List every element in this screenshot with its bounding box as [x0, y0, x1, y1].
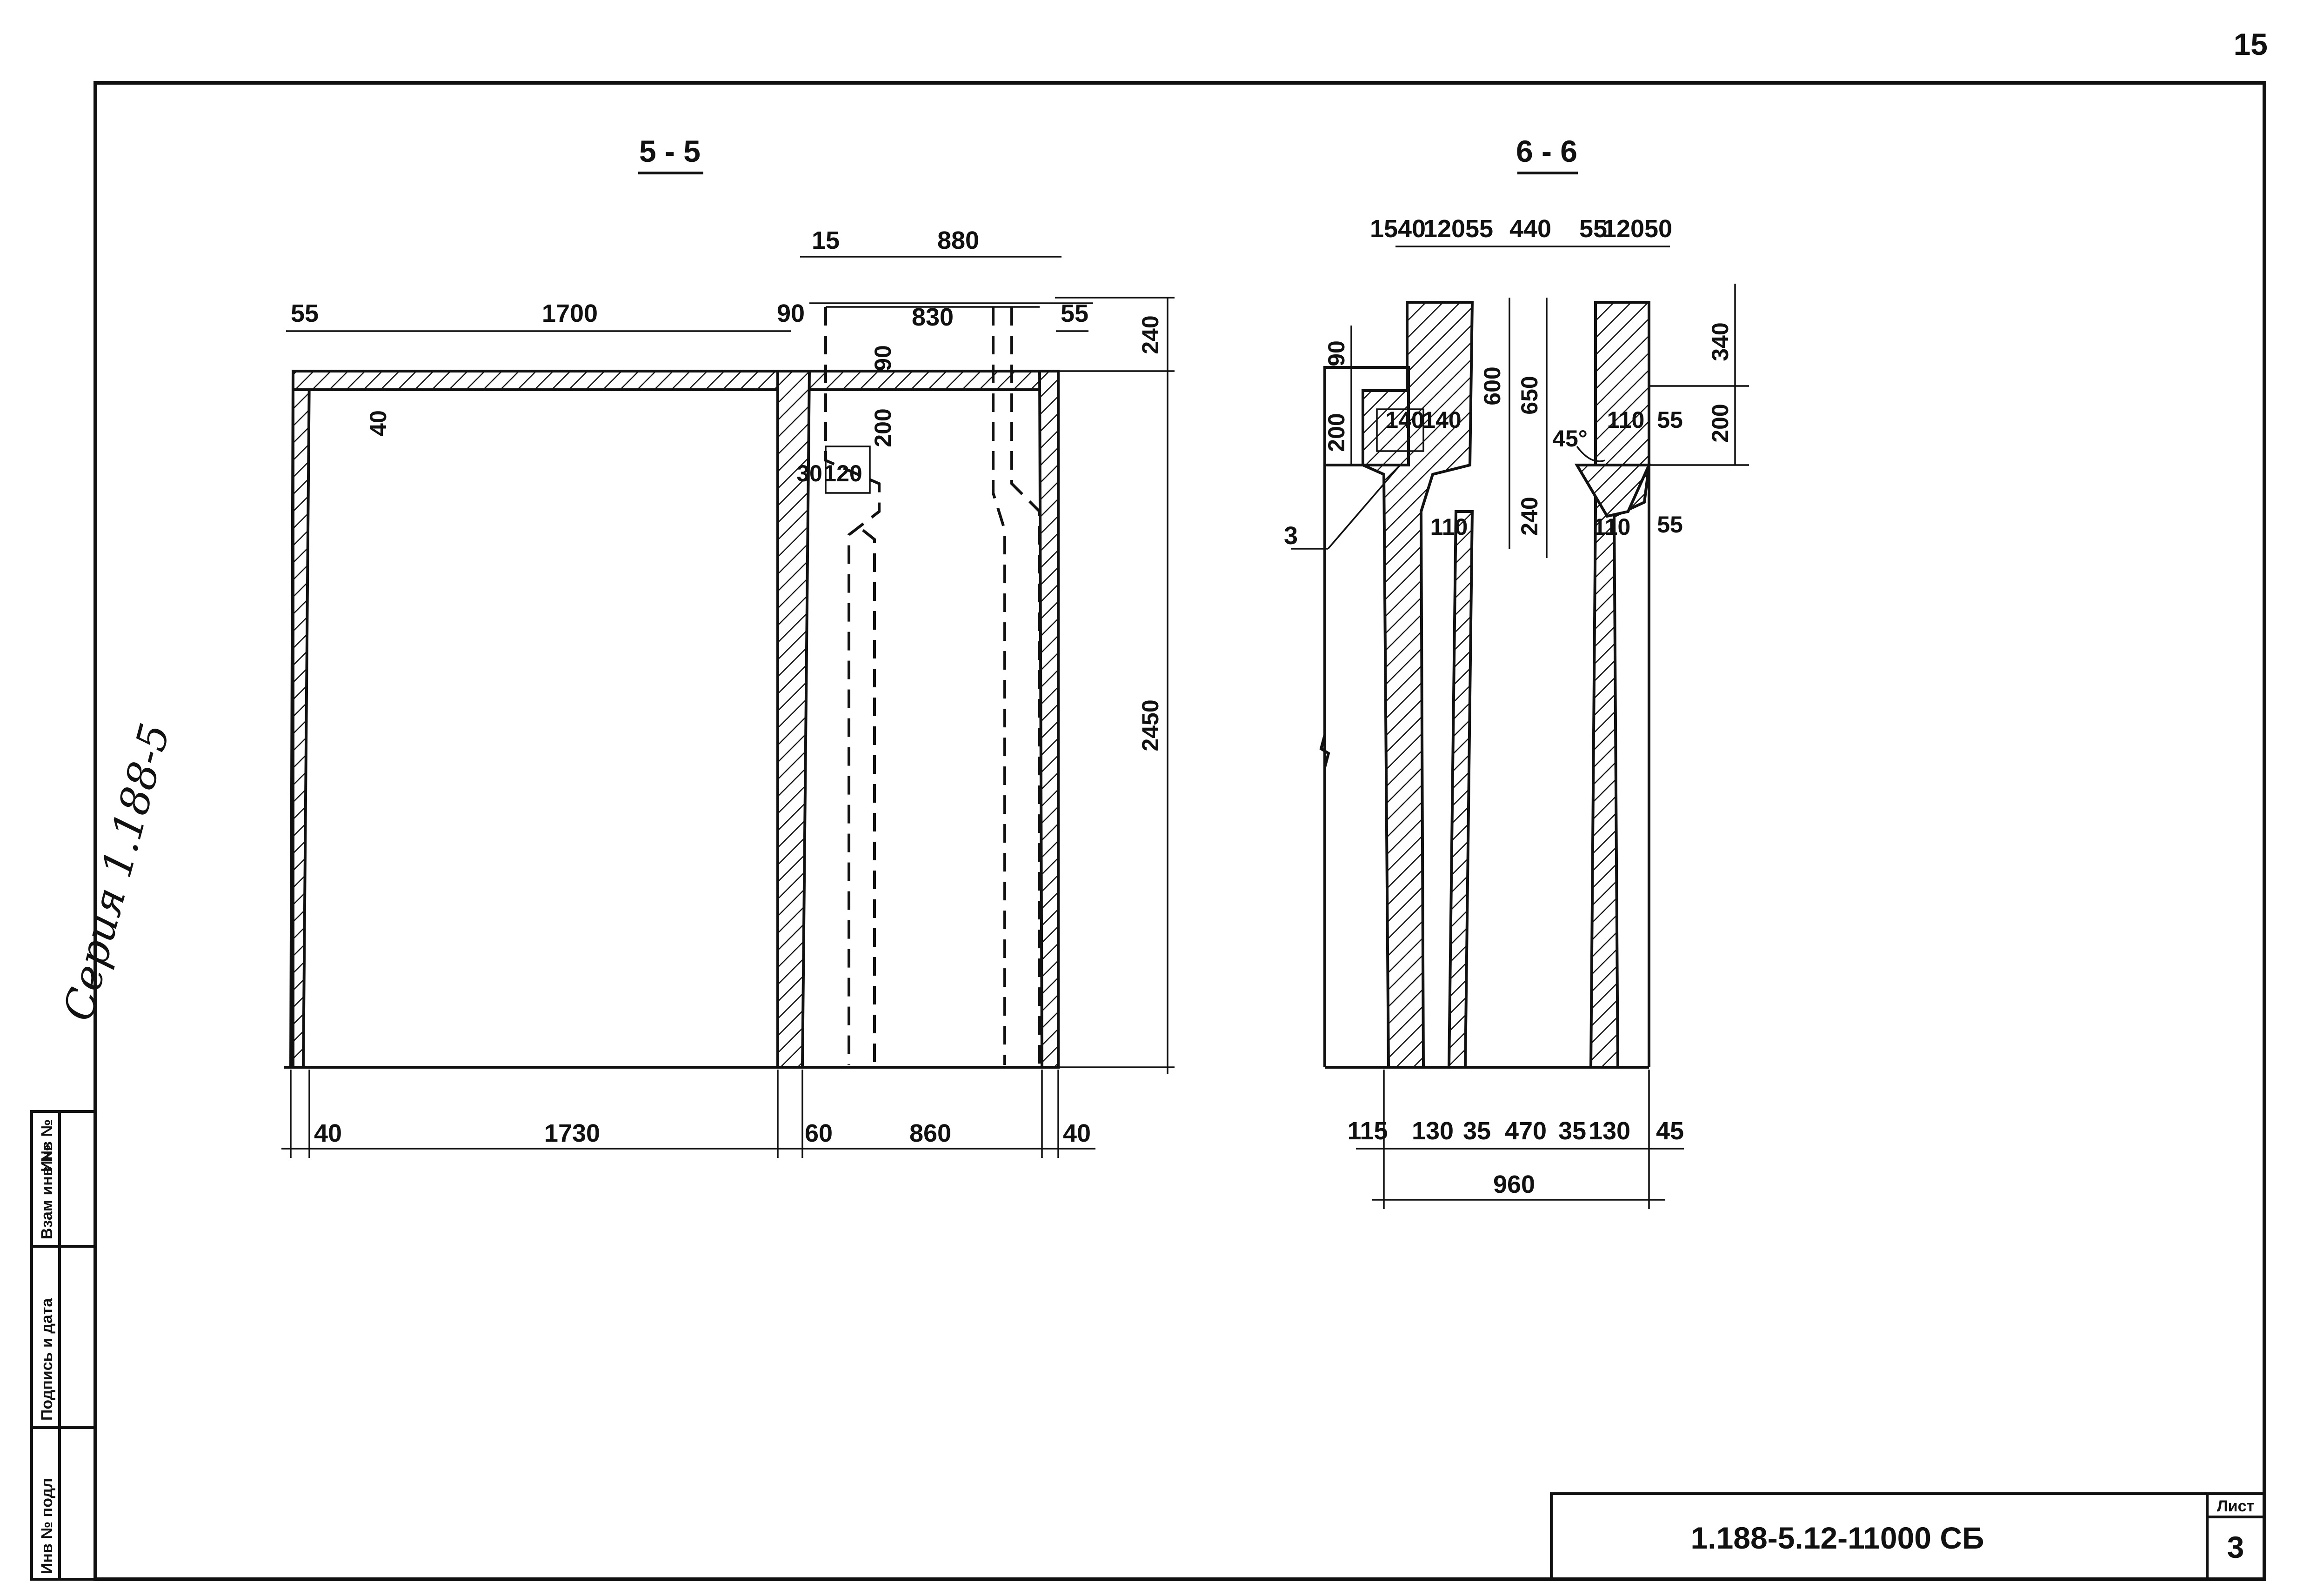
s5-dim-1700: 1700 — [542, 299, 598, 327]
s6-top-55-right: 55 — [1579, 215, 1607, 243]
s6-top-50: 50 — [1644, 215, 1672, 243]
s6-total-960: 960 — [1493, 1170, 1535, 1198]
stamp-inv: Инв № — [38, 1119, 56, 1172]
s5-dim-30: 30 — [796, 460, 822, 486]
s6-bot-470: 470 — [1505, 1117, 1547, 1145]
section-5-5: 5 - 5 55 1700 90 15 880 830 55 40 90 200… — [281, 134, 1175, 1158]
right-wall-section — [1038, 370, 1060, 1069]
left-inner-wall — [1447, 510, 1474, 1069]
s6-in-240: 240 — [1516, 497, 1542, 535]
series-handwritten: Серия 1.188-5 — [54, 718, 179, 1026]
s5-bot-40-right: 40 — [1063, 1119, 1091, 1147]
stamp-podpis: Подпись и дата — [38, 1297, 56, 1421]
s5-dim-55-right: 55 — [1061, 299, 1088, 327]
s6-left-200: 200 — [1323, 413, 1349, 452]
s6-top-55-left: 55 — [1465, 215, 1493, 243]
s5-dim-2450: 2450 — [1137, 699, 1163, 751]
shaft-dashed-left — [824, 307, 881, 1065]
stamp-vzam: Взам инв № — [38, 1144, 56, 1239]
s6-in-110-c: 110 — [1593, 514, 1631, 540]
s6-in-140-b: 140 — [1422, 407, 1461, 433]
title-block: 1.188-5.12-11000 СБ Лист 3 — [1550, 1492, 2266, 1581]
right-haunch — [1574, 464, 1651, 518]
s6-bot-130-left: 130 — [1412, 1117, 1454, 1145]
sheet-value: 3 — [2227, 1530, 2244, 1564]
s5-dim-90-inner: 90 — [870, 345, 896, 371]
shaft-dashed-right — [1010, 307, 1041, 1065]
s5-dim-40: 40 — [365, 410, 391, 436]
s5-dim-15: 15 — [812, 226, 840, 254]
s5-dim-55-left: 55 — [291, 299, 319, 327]
s6-top-40: 40 — [1398, 215, 1426, 243]
s6-bot-130-right: 130 — [1589, 1117, 1630, 1145]
s6-in-600: 600 — [1479, 366, 1505, 405]
s6-in-110-a: 110 — [1430, 514, 1468, 540]
sheet-label: Лист — [2217, 1497, 2254, 1515]
stamp-inv-podl: Инв № подл — [38, 1478, 56, 1574]
s6-bot-35-left: 35 — [1463, 1117, 1491, 1145]
s6-right-55-a: 55 — [1657, 407, 1683, 433]
s6-callout-3: 3 — [1284, 522, 1298, 550]
top-slab-section — [292, 370, 1056, 391]
s5-dim-120: 120 — [823, 460, 862, 486]
s6-right-200: 200 — [1707, 404, 1733, 442]
s5-bot-40-left: 40 — [314, 1119, 342, 1147]
s6-left-90: 90 — [1323, 340, 1349, 366]
section-6-6: 6 - 6 15 40 120 55 440 55 120 50 90 200 … — [1284, 134, 1749, 1209]
s6-bot-45: 45 — [1656, 1117, 1684, 1145]
section-6-title: 6 - 6 — [1516, 134, 1577, 168]
page-number-top: 15 — [2234, 27, 2268, 61]
s6-top-120: 120 — [1423, 215, 1465, 243]
s5-bot-860: 860 — [909, 1119, 951, 1147]
s6-top-440: 440 — [1509, 215, 1551, 243]
s6-top-15: 15 — [1370, 215, 1398, 243]
s6-top-120-right: 120 — [1602, 215, 1644, 243]
s6-right-55-b: 55 — [1657, 512, 1683, 538]
sheet-border — [93, 81, 2266, 1581]
s6-right-340: 340 — [1707, 322, 1733, 361]
s5-dim-90: 90 — [777, 299, 805, 327]
break-mark — [1319, 734, 1330, 768]
s5-bot-60: 60 — [805, 1119, 833, 1147]
stamp-column: Инв № подл Подпись и дата Взам инв № Инв… — [30, 1110, 97, 1581]
s5-dim-200: 200 — [870, 408, 896, 447]
s6-bot-35-right: 35 — [1558, 1117, 1586, 1145]
section-5-title: 5 - 5 — [639, 134, 701, 168]
s6-in-140-a: 140 — [1385, 407, 1424, 433]
drawing-code: 1.188-5.12-11000 СБ — [1691, 1521, 1984, 1555]
s5-dim-830: 830 — [912, 303, 954, 331]
s6-in-110-b: 110 — [1607, 407, 1645, 433]
s5-bot-1730: 1730 — [544, 1119, 600, 1147]
s5-dim-240: 240 — [1137, 315, 1163, 354]
s6-bot-115: 115 — [1347, 1117, 1388, 1145]
s5-dim-880: 880 — [937, 226, 979, 254]
s6-angle-45: 45° — [1552, 426, 1588, 452]
s6-in-650: 650 — [1516, 376, 1542, 414]
